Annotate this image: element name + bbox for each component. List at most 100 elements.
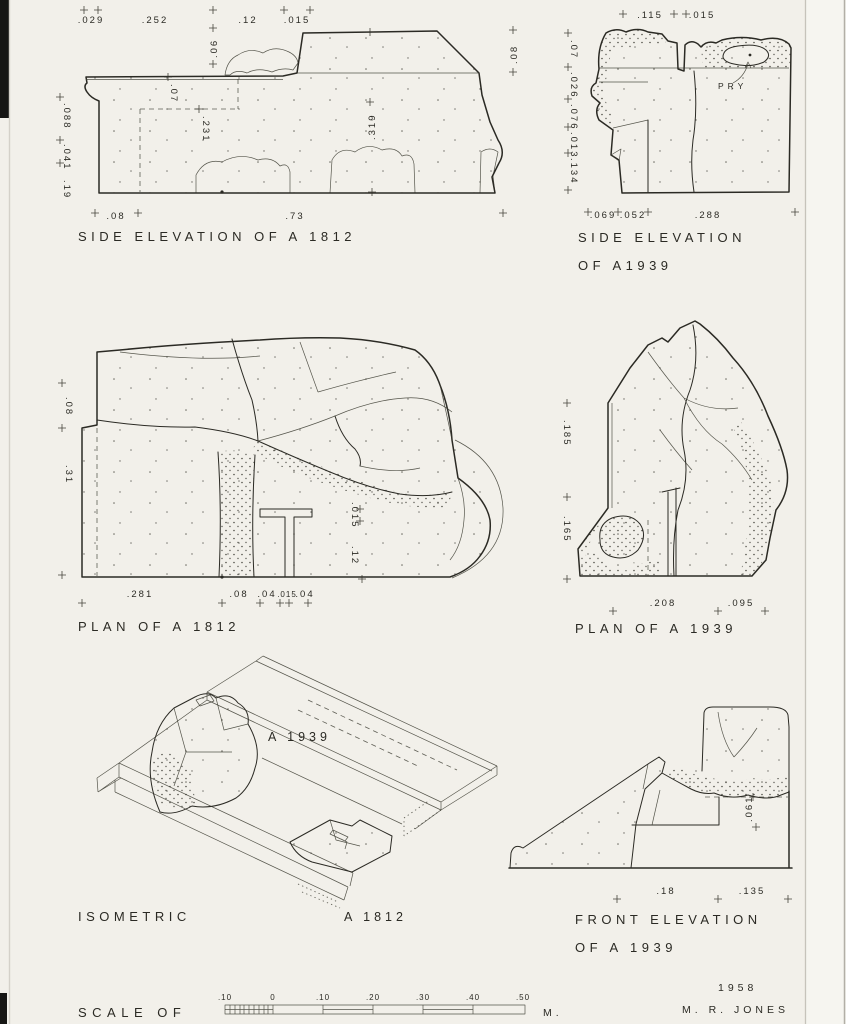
hairline-cracks: [257, 384, 465, 561]
dim-inner-07: .07: [168, 84, 179, 103]
stone-fill: [85, 31, 503, 193]
stone-a1939-stipple: [153, 752, 196, 809]
dim-top-4: .015: [284, 15, 311, 26]
title-side-a1939-line1: SIDE ELEVATION: [578, 230, 746, 245]
side-elevation-a1939: .115 .015 .07 .026 .076 .013 .134 PRY .0…: [564, 10, 799, 273]
scale-tick-3: .10: [316, 993, 330, 1002]
stone-outline: [81, 337, 492, 578]
dim-left-2: .026: [568, 72, 579, 99]
dim-bottom-4: .015: [277, 590, 297, 599]
dimension-ticks: [564, 10, 799, 216]
dim-bottom-1: .208: [650, 598, 677, 609]
rebate-dotted: [297, 799, 442, 909]
scale-tick-2: 0: [270, 993, 275, 1002]
plan-a1939: .185 .165 .208 .095 PLAN OF A 1939: [561, 320, 789, 636]
pry-hole-outline: [722, 44, 770, 67]
dim-top-1: .115: [637, 10, 663, 21]
dim-left-3: .19: [61, 180, 72, 199]
label-a1812: A 1812: [344, 910, 407, 924]
scale-tick-1: .10: [218, 993, 232, 1002]
stone-a1939-facets: [173, 694, 249, 787]
oval-hole: [599, 515, 644, 559]
dim-bottom-1: .18: [656, 886, 675, 897]
stone-outline: [84, 30, 503, 194]
dim-left-2: .165: [561, 516, 572, 543]
dim-inner-12: .12: [349, 546, 360, 565]
dim-bottom-1: .281: [127, 589, 154, 600]
dim-left-4: .013: [568, 132, 579, 159]
stone-outline: [590, 28, 792, 194]
dimension-ticks: [563, 399, 769, 615]
title-plan-a1812: PLAN OF A 1812: [78, 619, 240, 634]
dim-bottom-2: .73: [285, 211, 304, 222]
stone-crack: [647, 70, 697, 193]
stipple-appendage: [578, 508, 660, 576]
dim-left-1: .088: [61, 103, 72, 130]
paper-margin: [806, 0, 846, 1024]
stone-inner-lines: [599, 67, 789, 162]
scan-edge-top: [0, 0, 9, 118]
stipple-patch-3: [479, 148, 499, 194]
scale-tick-5: .30: [416, 993, 430, 1002]
scale-tick-4: .20: [366, 993, 380, 1002]
dim-bottom-2: .095: [728, 598, 755, 609]
stipple-crack-band: [250, 441, 452, 508]
credit-year: 1958: [718, 982, 757, 994]
dim-bottom-2: .08: [229, 589, 248, 600]
title-side-a1939-line2: OF A1939: [578, 258, 673, 273]
title-front-a1939-line2: OF A 1939: [575, 940, 677, 955]
crack-lines: [96, 338, 453, 578]
credit-name: M. R. JONES: [682, 1004, 789, 1016]
dim-top-2: .252: [142, 15, 169, 26]
pry-note: PRY: [718, 81, 747, 91]
dim-top-2: .015: [689, 10, 716, 21]
mound-fill: [510, 757, 665, 868]
dim-left-1: .07: [568, 40, 579, 59]
hairline-cracks: [611, 351, 753, 508]
dim-inner-015: .015: [349, 502, 360, 529]
isometric-view: A 1939 A 1812 ISOMETRIC: [78, 655, 498, 924]
dimension-ticks: [613, 793, 792, 903]
plan-a1812: .08 .31 .015 .12 .281 .08 .04 .015 .04 P…: [58, 337, 504, 634]
scan-edge-bottom: [0, 993, 7, 1024]
dim-bottom-1: .069: [590, 210, 617, 221]
stone-a1812-outline: [289, 819, 393, 873]
bottom-edge-dot: [220, 190, 224, 194]
wall-lines: [508, 790, 793, 869]
dim-bottom-2: .135: [739, 886, 766, 897]
stipple-patch-2: [329, 146, 416, 194]
dim-left-3: .076: [568, 104, 579, 131]
pry-dot: [748, 53, 752, 57]
stipple-band-vertical: [218, 450, 255, 577]
stone-fill: [591, 29, 791, 193]
dim-inner-231: .231: [200, 116, 211, 143]
title-side-a1812: SIDE ELEVATION OF A 1812: [78, 229, 356, 244]
facet-lines: [642, 711, 758, 826]
dim-inner-06: .06: [209, 39, 220, 58]
dim-bottom-5: .04: [295, 589, 314, 600]
scale-bar-divisions: [225, 1005, 474, 1014]
crack-lines: [661, 324, 697, 577]
stone-a1812-fill: [290, 820, 392, 872]
dim-inner-319: .319: [367, 114, 378, 141]
step-ledge: [631, 796, 720, 826]
platform-lines: [96, 655, 498, 901]
stipple-patch-1: [195, 156, 291, 194]
credit-block: 1958 M. R. JONES: [682, 982, 789, 1016]
dim-top-1: .029: [78, 15, 105, 26]
bottom-edge-dot: [220, 575, 224, 579]
dim-left-2: .31: [63, 465, 74, 484]
dim-left-2: .041: [61, 144, 72, 171]
surface-faint-line: [261, 757, 403, 825]
dim-right-08: .08: [509, 45, 520, 64]
dim-inner-061: .061: [744, 796, 755, 823]
scale-bar: SCALE OF .10 0 .10 .20 .30 .40 .50 M.: [78, 993, 559, 1020]
pry-arrow: [732, 61, 752, 84]
front-elevation-a1939: .061 .18 .135 FRONT ELEVATION OF A 1939: [508, 706, 793, 955]
stone-outline: [577, 320, 789, 577]
dim-left-1: .08: [63, 397, 74, 416]
dimension-ticks: [56, 6, 517, 217]
dim-bottom-3: .288: [695, 210, 722, 221]
